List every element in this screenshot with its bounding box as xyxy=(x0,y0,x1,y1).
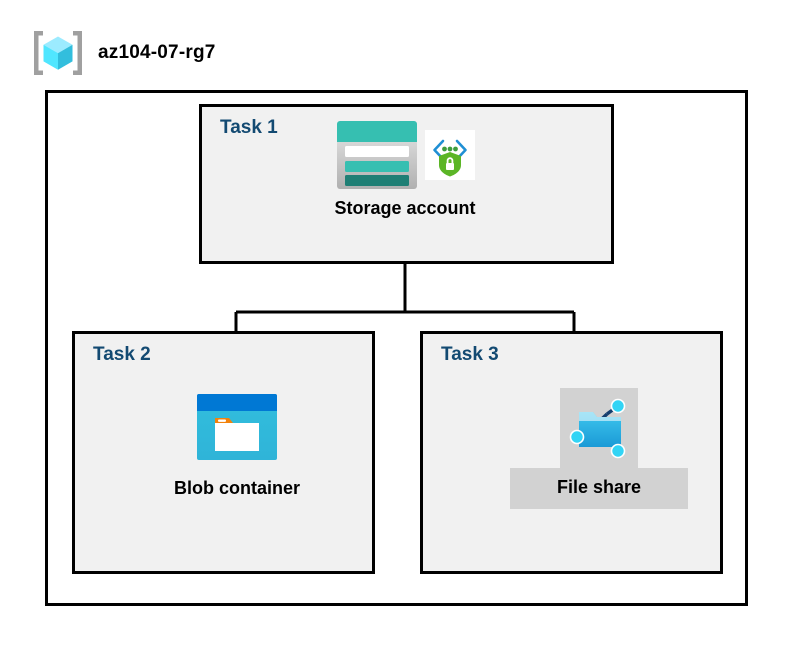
storage-account-caption: Storage account xyxy=(334,198,476,218)
task-1-label: Task 1 xyxy=(220,117,278,138)
blob-container-caption: Blob container xyxy=(173,478,300,498)
task-2-label: Task 2 xyxy=(93,344,151,365)
file-share-node: File share xyxy=(505,388,693,509)
task-2-box: Task 2 xyxy=(72,331,375,574)
blob-container-icon xyxy=(197,394,277,460)
resource-group-name: az104-07-rg7 xyxy=(98,42,216,63)
file-share-icon-plate xyxy=(560,388,638,468)
resource-group-header: az104-07-rg7 xyxy=(30,28,216,78)
resource-group-boundary xyxy=(45,90,748,606)
file-share-folder-icon xyxy=(569,398,626,459)
storage-account-icon-row xyxy=(335,118,475,192)
task-3-label: Task 3 xyxy=(441,344,499,365)
blob-container-node: Blob container xyxy=(150,392,324,499)
resource-group-cube-icon xyxy=(34,31,82,75)
security-shield-endpoint-icon xyxy=(425,130,475,180)
file-share-caption: File share xyxy=(510,468,688,509)
storage-account-node: Storage account xyxy=(280,118,530,219)
storage-account-icon xyxy=(337,121,417,189)
